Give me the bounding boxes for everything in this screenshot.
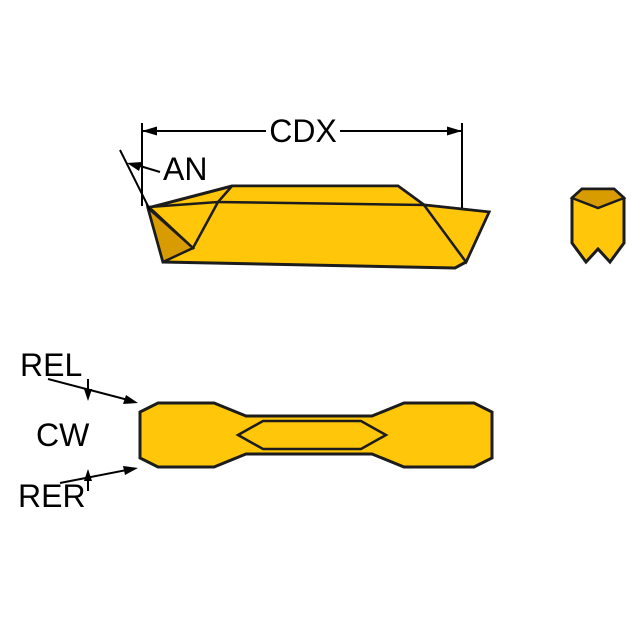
plan-view: [138, 401, 494, 469]
an-label: AN: [163, 151, 207, 187]
an-face-angle-line: [119, 149, 151, 211]
rel-arrow: [123, 395, 138, 404]
plan-view-chipbreaker-groove: [235, 419, 389, 451]
side-view-right-edge-facet: [421, 203, 491, 265]
rer-arrow: [123, 466, 138, 475]
an-arrow: [127, 162, 142, 171]
cw-dimension: CW: [36, 379, 92, 491]
rer-label: RER: [18, 478, 86, 514]
cdx-arrow-right: [447, 126, 462, 136]
end-view: [569, 187, 627, 265]
rer-annotation: RER: [18, 466, 138, 514]
cw-arrow-top: [84, 389, 92, 401]
an-leader-line: [139, 165, 161, 173]
rel-annotation: REL: [20, 347, 138, 404]
an-annotation: AN: [119, 149, 207, 211]
cdx-arrow-left: [142, 126, 157, 136]
rel-label: REL: [20, 347, 82, 383]
side-view-top-face: [215, 184, 428, 207]
rer-leader-line: [59, 468, 133, 484]
side-view: [145, 184, 492, 270]
cdx-label: CDX: [269, 113, 337, 149]
side-view-left-edge-facet: [146, 200, 221, 251]
end-view-crown-facet: [569, 187, 627, 210]
cw-label: CW: [36, 417, 90, 453]
cdx-dimension: CDX: [141, 113, 463, 208]
